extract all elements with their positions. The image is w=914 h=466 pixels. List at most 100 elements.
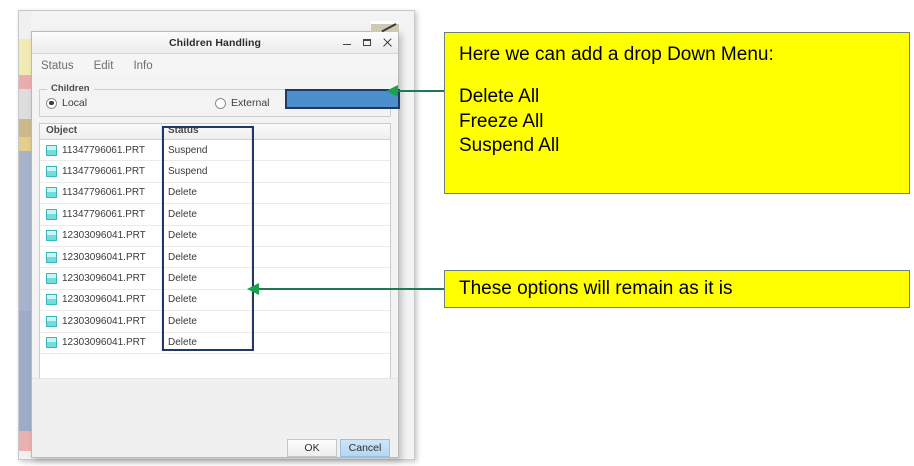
annotation-arrow-to-dropdown (386, 85, 444, 97)
cell-object: 11347796061.PRT (40, 161, 162, 182)
column-header-status[interactable]: Status (162, 124, 252, 139)
cell-filler (252, 247, 390, 267)
annotation-option-suspend-all: Suspend All (459, 134, 560, 156)
radio-local-indicator-icon[interactable] (46, 97, 57, 109)
cell-filler (252, 161, 390, 181)
cell-status[interactable]: Delete (162, 311, 252, 332)
cell-status[interactable]: Suspend (162, 161, 252, 182)
cell-filler (252, 183, 390, 203)
close-icon[interactable] (382, 37, 393, 48)
cell-status[interactable]: Delete (162, 268, 252, 289)
cell-object: 12303096041.PRT (40, 289, 162, 311)
object-name: 12303096041.PRT (62, 251, 146, 263)
radio-option-local[interactable]: Local (46, 97, 87, 109)
children-groupbox: Children Local External (39, 83, 400, 117)
cell-filler (252, 268, 390, 288)
cell-status[interactable]: Delete (162, 204, 252, 225)
table-row[interactable]: 11347796061.PRT Delete (40, 182, 390, 205)
menu-item-info[interactable]: Info (133, 59, 153, 72)
table-row[interactable]: 12303096041.PRT Delete (40, 225, 390, 247)
cell-object: 12303096041.PRT (40, 246, 162, 268)
annotation-callout-dropdown: Here we can add a drop Down Menu: Delete… (444, 32, 910, 194)
dialog-footer: OK Cancel (32, 378, 398, 457)
cell-filler (252, 140, 390, 160)
part-file-icon (46, 337, 57, 349)
ok-button[interactable]: OK (287, 439, 337, 457)
cell-filler (252, 290, 390, 310)
table-row[interactable]: 12303096041.PRT Delete (40, 332, 390, 354)
part-file-icon (46, 294, 57, 306)
object-name: 12303096041.PRT (62, 230, 146, 242)
table-row[interactable]: 12303096041.PRT Delete (40, 246, 390, 269)
cell-status[interactable]: Suspend (162, 140, 252, 161)
cell-object: 12303096041.PRT (40, 268, 162, 289)
radio-external-label: External (231, 97, 270, 109)
annotation-spacer (459, 67, 895, 85)
cell-status[interactable]: Delete (162, 332, 252, 353)
menu-item-edit[interactable]: Edit (93, 59, 114, 72)
menu-item-status[interactable]: Status (41, 59, 74, 72)
window-controls (342, 32, 393, 53)
part-file-icon (46, 315, 57, 327)
annotation-callout-note: These options will remain as it is (444, 270, 910, 308)
dialog-titlebar[interactable]: Children Handling (32, 32, 398, 54)
window-corner-marker-icon (371, 21, 399, 33)
cell-object: 12303096041.PRT (40, 332, 162, 353)
cell-status[interactable]: Delete (162, 225, 252, 246)
children-groupbox-label: Children (47, 83, 94, 94)
object-name: 12303096041.PRT (62, 273, 146, 285)
table-row[interactable]: 12303096041.PRT Delete (40, 268, 390, 290)
table-body: 11347796061.PRT Suspend 11347796061.PRT Sus… (40, 140, 390, 354)
dialog-menubar: Status Edit Info (32, 54, 398, 78)
radio-external-indicator-icon[interactable] (215, 97, 226, 109)
table-row[interactable]: 11347796061.PRT Delete (40, 204, 390, 226)
object-name: 12303096041.PRT (62, 337, 146, 349)
cell-status[interactable]: Delete (162, 246, 252, 268)
table-header-row: Object Status (40, 124, 390, 140)
part-file-icon (46, 251, 57, 263)
dialog-body: Children Local External Object Status 11… (32, 77, 400, 457)
radio-option-external[interactable]: External (215, 97, 270, 109)
dialog-title: Children Handling (168, 36, 262, 49)
table-row[interactable]: 11347796061.PRT Suspend (40, 161, 390, 183)
cell-object: 12303096041.PRT (40, 311, 162, 332)
children-handling-dialog: Children Handling Status Edit Info Child… (31, 21, 400, 458)
object-name: 11347796061.PRT (62, 144, 146, 156)
cell-object: 12303096041.PRT (40, 225, 162, 246)
cell-status[interactable]: Delete (162, 289, 252, 311)
cell-status[interactable]: Delete (162, 182, 252, 204)
table-row[interactable]: 12303096041.PRT Delete (40, 289, 390, 312)
part-file-icon (46, 144, 57, 156)
part-file-icon (46, 166, 57, 178)
part-file-icon (46, 230, 57, 242)
object-name: 12303096041.PRT (62, 315, 146, 327)
cell-filler (252, 204, 390, 224)
dropdown-menu-placeholder-highlight[interactable] (285, 89, 400, 109)
annotation-option-freeze-all: Freeze All (459, 110, 544, 132)
cell-object: 11347796061.PRT (40, 204, 162, 225)
cancel-button[interactable]: Cancel (340, 439, 390, 457)
object-name: 12303096041.PRT (62, 294, 146, 306)
dialog-button-row: OK Cancel (287, 439, 390, 457)
object-name: 11347796061.PRT (62, 208, 146, 220)
minimize-icon[interactable] (342, 37, 353, 48)
children-scope-radio-group: Local External (40, 94, 390, 112)
column-header-object[interactable]: Object (40, 124, 162, 139)
object-name: 11347796061.PRT (62, 187, 146, 199)
background-application-ribbon (19, 11, 31, 457)
annotation-note-text: These options will remain as it is (459, 277, 733, 299)
cell-filler (252, 226, 390, 246)
table-row[interactable]: 11347796061.PRT Suspend (40, 140, 390, 162)
part-file-icon (46, 208, 57, 220)
cell-filler (252, 333, 390, 353)
cell-object: 11347796061.PRT (40, 140, 162, 161)
annotation-option-delete-all: Delete All (459, 86, 540, 108)
maximize-icon[interactable] (362, 37, 373, 48)
table-row[interactable]: 12303096041.PRT Delete (40, 311, 390, 333)
cell-filler (252, 311, 390, 331)
annotation-heading: Here we can add a drop Down Menu: (459, 44, 774, 65)
part-file-icon (46, 187, 57, 199)
object-name: 11347796061.PRT (62, 166, 146, 178)
cell-object: 11347796061.PRT (40, 182, 162, 204)
